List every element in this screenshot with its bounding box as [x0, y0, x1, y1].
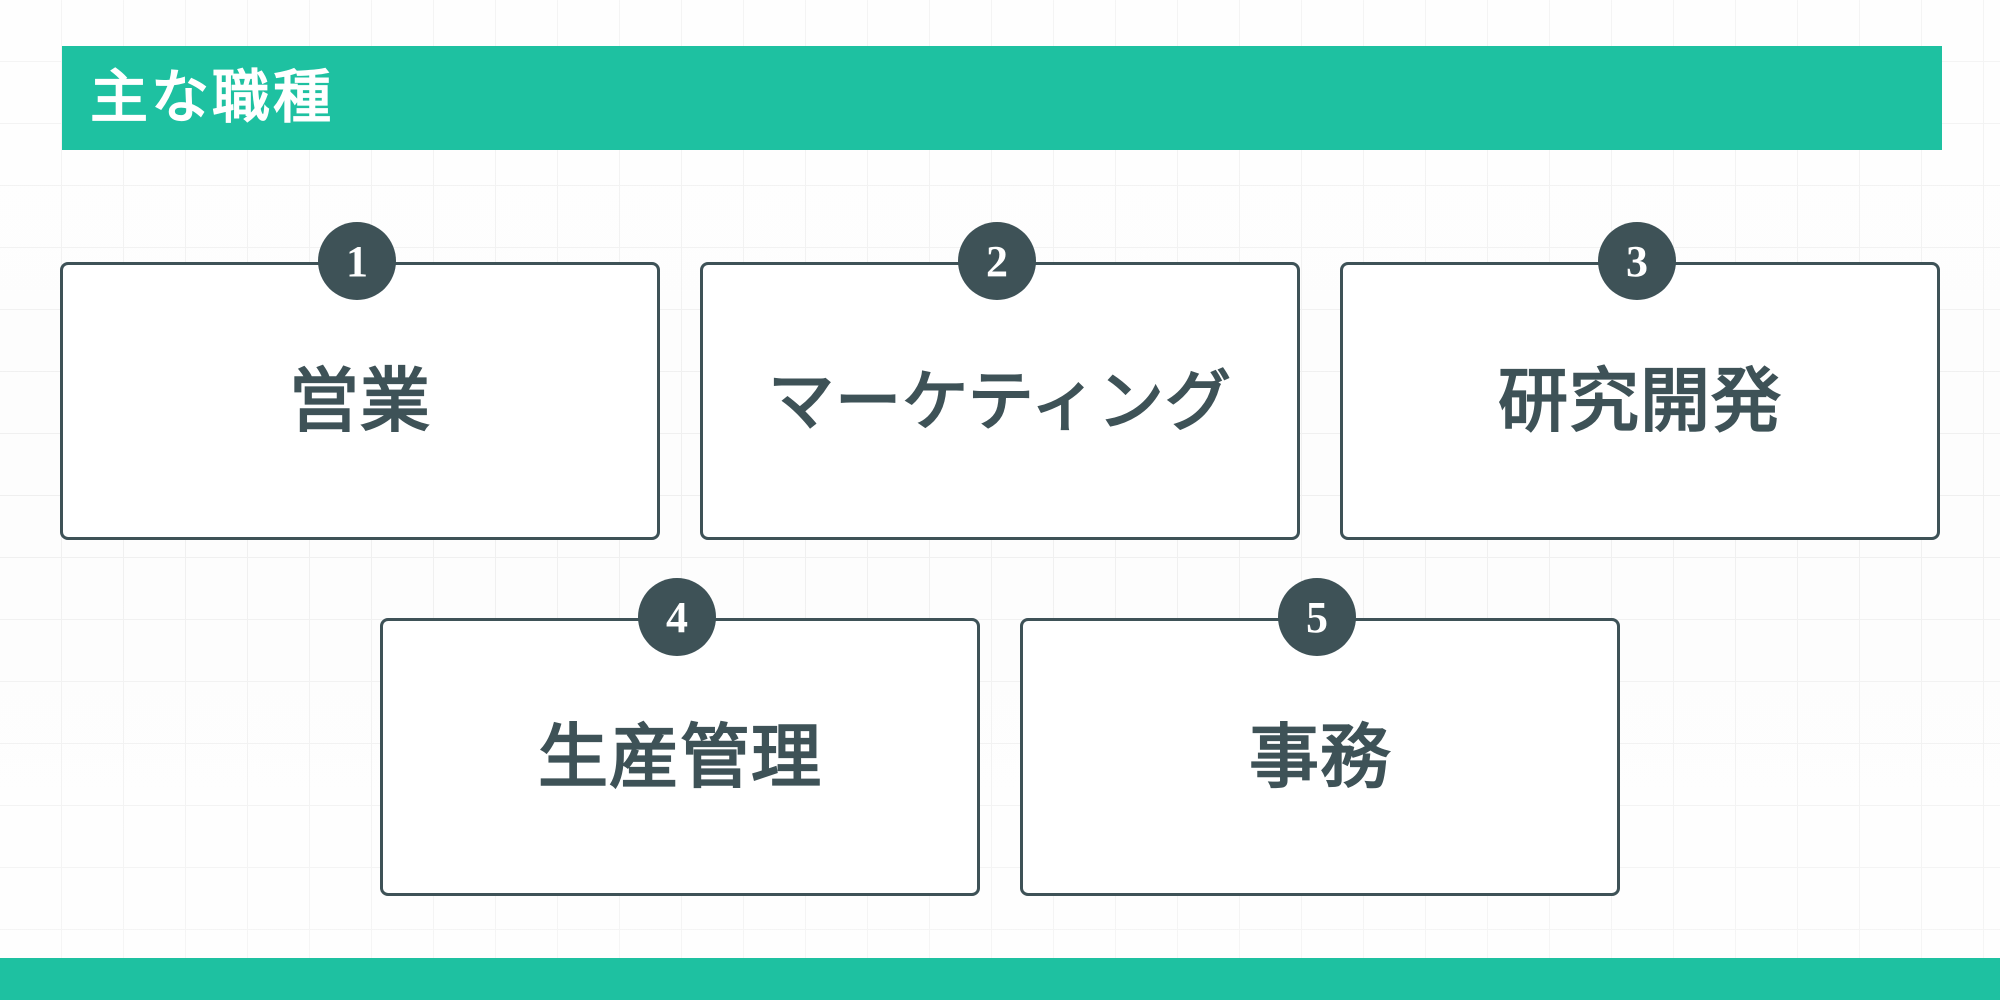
job-card-1[interactable]: 営業: [60, 262, 660, 540]
job-card-4-label: 生産管理: [538, 718, 822, 796]
page-title: 主な職種: [90, 65, 335, 130]
job-card-5-label: 事務: [1249, 718, 1391, 796]
job-card-5[interactable]: 事務: [1020, 618, 1620, 896]
job-card-3-number-badge: 3: [1598, 222, 1676, 300]
job-card-1-label: 営業: [289, 362, 431, 440]
job-card-4-number-badge: 4: [638, 578, 716, 656]
job-card-1-number-badge: 1: [318, 222, 396, 300]
job-card-3[interactable]: 研究開発: [1340, 262, 1940, 540]
job-card-2-number-badge: 2: [958, 222, 1036, 300]
job-card-2[interactable]: マーケティング: [700, 262, 1300, 540]
job-card-5-number-badge: 5: [1278, 578, 1356, 656]
section-header-bar: 主な職種: [62, 46, 1942, 150]
job-card-2-label: マーケティング: [768, 364, 1232, 438]
job-card-4[interactable]: 生産管理: [380, 618, 980, 896]
footer-accent-bar: [0, 958, 2000, 1000]
job-card-3-label: 研究開発: [1498, 362, 1782, 440]
